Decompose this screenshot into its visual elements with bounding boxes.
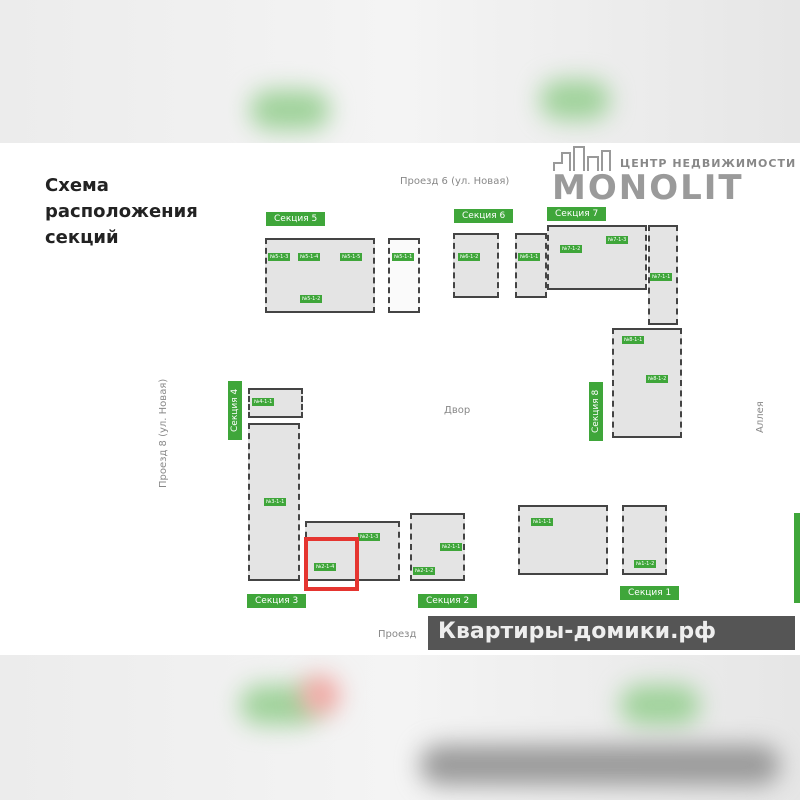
building-section-1a: [518, 505, 608, 575]
unit-tag[interactable]: №1-1-2: [634, 560, 657, 568]
unit-tag[interactable]: №5-1-2: [300, 295, 323, 303]
unit-tag[interactable]: №3-1-1: [264, 498, 287, 506]
monolit-logo: ЦЕНТР НЕДВИЖИМОСТИ MONOLIT: [550, 143, 800, 205]
unit-tag[interactable]: №8-1-2: [646, 375, 669, 383]
section-label-7[interactable]: Секция 7: [547, 207, 607, 221]
unit-tag[interactable]: №7-1-2: [560, 245, 583, 253]
unit-tag[interactable]: №6-1-1: [518, 253, 541, 261]
section-label-8[interactable]: Секция 8: [589, 381, 603, 441]
section-label-4[interactable]: Секция 4: [228, 380, 242, 440]
unit-tag[interactable]: №5-1-4: [298, 253, 321, 261]
unit-tag[interactable]: №2-1-4: [314, 563, 337, 571]
blurred-background-bottom: [0, 655, 800, 800]
building-section-5b: [388, 238, 420, 313]
building-section-7: [547, 225, 647, 290]
unit-tag[interactable]: №5-1-1: [392, 253, 415, 261]
unit-tag[interactable]: №2-1-1: [440, 543, 463, 551]
street-right: Аллея: [755, 401, 766, 433]
courtyard-label: Двор: [444, 405, 471, 416]
unit-tag[interactable]: №5-1-5: [340, 253, 363, 261]
edge-decoration: [794, 513, 800, 603]
unit-tag[interactable]: №1-1-1: [531, 518, 554, 526]
unit-tag[interactable]: №5-1-3: [268, 253, 291, 261]
building-section-6b: [515, 233, 547, 298]
unit-tag[interactable]: №2-1-2: [413, 567, 436, 575]
street-top: Проезд 6 (ул. Новая): [400, 176, 510, 187]
building-section-1b: [622, 505, 667, 575]
unit-tag[interactable]: №4-1-1: [252, 398, 275, 406]
plan-title: Схема расположения секций: [45, 175, 198, 248]
section-label-1[interactable]: Секция 1: [620, 586, 680, 600]
building-section-6: [453, 233, 499, 298]
unit-tag[interactable]: №6-1-2: [458, 253, 481, 261]
section-label-5[interactable]: Секция 5: [266, 212, 326, 226]
street-left: Проезд 8 (ул. Новая): [158, 378, 169, 488]
unit-tag[interactable]: №7-1-3: [606, 236, 629, 244]
site-plan: Схема расположения секций ЦЕНТР НЕДВИЖИМ…: [0, 143, 800, 655]
unit-tag[interactable]: №8-1-1: [622, 336, 645, 344]
unit-tag[interactable]: №7-1-1: [650, 273, 673, 281]
section-label-3[interactable]: Секция 3: [247, 594, 307, 608]
building-section-8: [612, 328, 682, 438]
highlighted-unit-frame: [304, 537, 359, 591]
section-label-2[interactable]: Секция 2: [418, 594, 478, 608]
unit-tag[interactable]: №2-1-3: [358, 533, 381, 541]
section-label-6[interactable]: Секция 6: [454, 209, 514, 223]
street-bottom: Проезд: [378, 629, 417, 640]
blurred-background-top: [0, 0, 800, 145]
watermark: Квартиры-домики.рф: [428, 616, 795, 650]
